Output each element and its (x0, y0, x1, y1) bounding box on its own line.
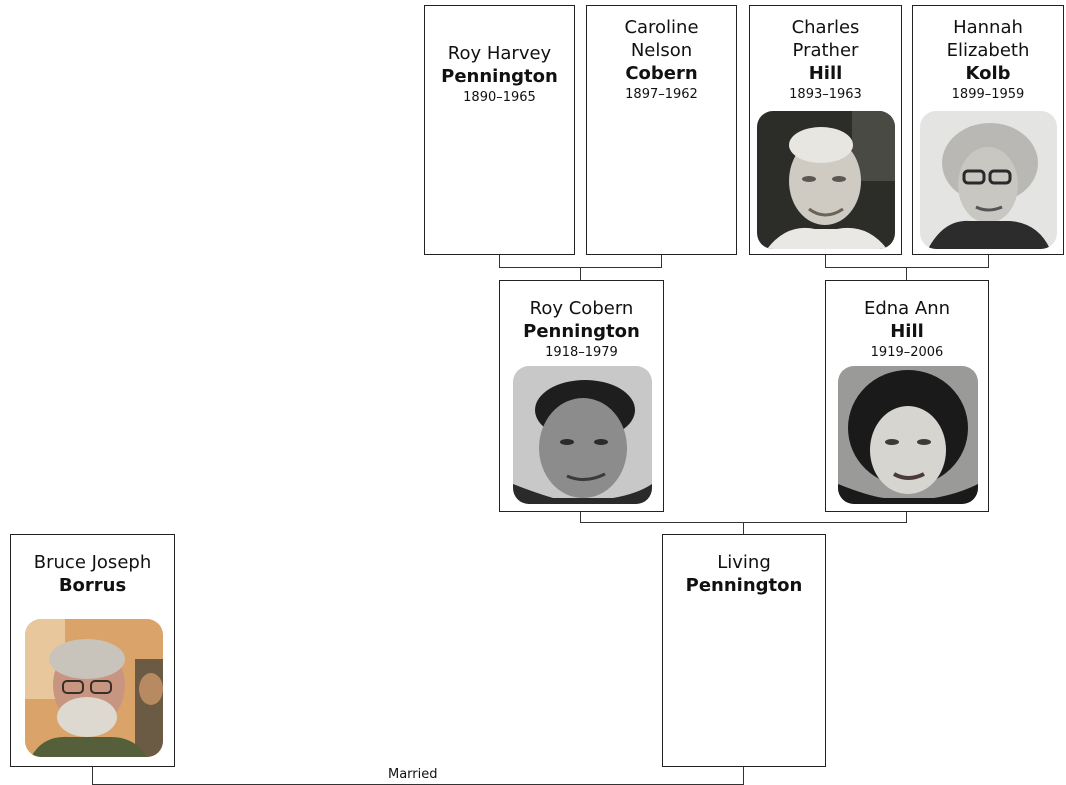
person-card-edna-ann-hill[interactable]: Edna Ann Hill 1919–2006 (825, 280, 989, 512)
given-name: Living (717, 552, 771, 573)
life-dates: 1918–1979 (545, 345, 618, 360)
surname: Pennington (441, 66, 558, 87)
portrait-photo (757, 111, 895, 249)
life-dates: 1919–2006 (870, 345, 944, 360)
surname: Borrus (58, 575, 127, 596)
surname: Pennington (685, 575, 803, 596)
surname: Hill (808, 63, 843, 84)
life-dates: 1893–1963 (789, 87, 862, 102)
surname: Pennington (523, 321, 640, 342)
portrait-photo (920, 111, 1057, 249)
person-card-roy-harvey-pennington[interactable]: Roy Harvey Pennington 1890–1965 (424, 5, 575, 255)
life-dates: 1890–1965 (463, 90, 536, 105)
person-card-caroline-nelson-cobern[interactable]: Caroline Nelson Cobern 1897–1962 (586, 5, 737, 255)
life-dates: 1899–1959 (951, 87, 1025, 102)
married-label: Married (388, 767, 438, 782)
person-card-roy-cobern-pennington[interactable]: Roy Cobern Pennington 1918–1979 (499, 280, 664, 512)
life-dates: 1897–1962 (625, 87, 698, 102)
given-name: Edna Ann (863, 298, 951, 319)
surname: Hill (890, 321, 924, 342)
given-name: Roy Cobern (529, 298, 634, 319)
person-card-charles-prather-hill[interactable]: Charles Prather Hill 1893–1963 (749, 5, 902, 255)
given-name: Caroline Nelson (624, 17, 699, 61)
given-name: Hannah Elizabeth (946, 17, 1030, 61)
portrait-photo (513, 366, 652, 504)
surname: Kolb (965, 63, 1011, 84)
person-card-bruce-joseph-borrus[interactable]: Bruce Joseph Borrus (10, 534, 175, 767)
person-card-hannah-elizabeth-kolb[interactable]: Hannah Elizabeth Kolb 1899–1959 (912, 5, 1064, 255)
given-name: Bruce Joseph (33, 552, 152, 573)
given-name: Roy Harvey (447, 43, 552, 64)
given-name: Charles Prather (791, 17, 860, 61)
person-card-living-pennington[interactable]: Living Pennington (662, 534, 826, 767)
portrait-photo (838, 366, 978, 504)
surname: Cobern (625, 63, 698, 84)
portrait-photo (25, 619, 163, 757)
